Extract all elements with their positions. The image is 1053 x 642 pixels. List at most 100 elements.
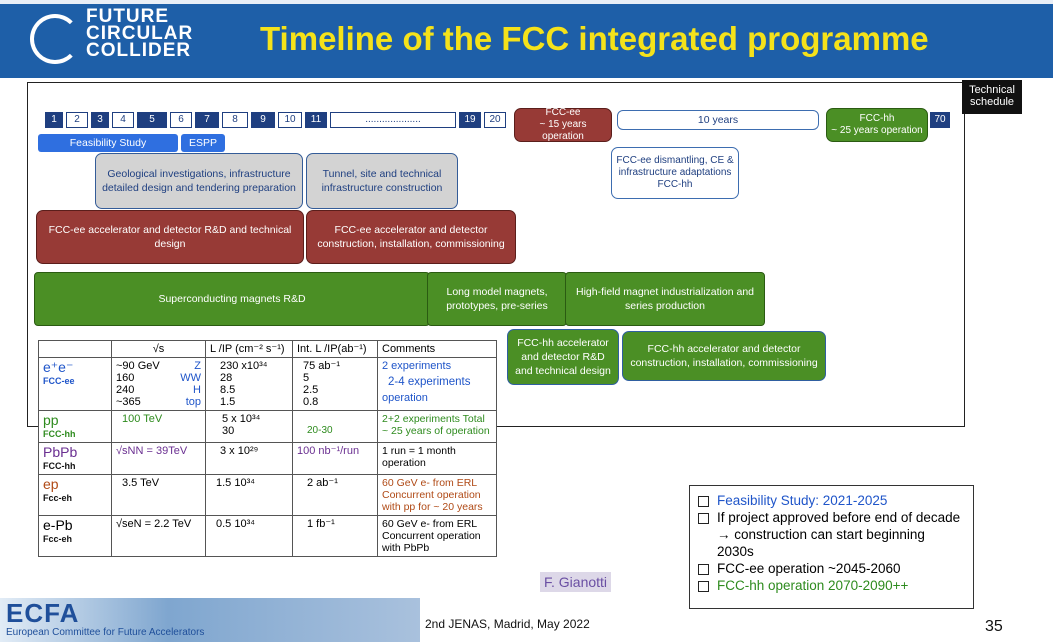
process-sub: Fcc-eh (43, 493, 73, 503)
table-cell: 3 x 10²⁹ (205, 442, 293, 475)
table-cell: 3.5 TeV (111, 474, 206, 516)
table-cell: ep Fcc-eh (38, 474, 112, 516)
table-row: pp FCC-hh 100 TeV 5 x 10³⁴ 30 20-30 2+2 … (38, 410, 497, 443)
geological-investigations-block: Geological investigations, infrastructur… (95, 153, 303, 209)
fcc-ee-op-title: FCC-ee (545, 107, 581, 118)
comment-text: operation (382, 392, 428, 404)
year-cell: 19 (459, 112, 481, 128)
logo-line-1: FUTURE (86, 6, 170, 27)
fcc-hh-rd-block: FCC-hh accelerator and detector R&D and … (507, 329, 619, 385)
comment-text: 2 experiments (382, 360, 452, 372)
energy-value: 160 (116, 372, 135, 384)
page-number: 35 (985, 618, 1003, 635)
table-row: ep Fcc-eh 3.5 TeV 1.5 10³⁴ 2 ab⁻¹ 60 GeV… (38, 474, 497, 516)
comment-text: 2-4 experiments (388, 376, 471, 388)
logo-line-2: CIRCULAR (86, 23, 194, 44)
process-sub: FCC-ee (43, 376, 75, 386)
fcc-ee-op-duration: ~ 15 years operation (539, 119, 587, 142)
process-sub: FCC-hh (43, 429, 76, 439)
energy-value: 240 (116, 384, 135, 396)
mode-label: WW (180, 372, 201, 384)
table-cell: 230 x10³⁴ 28 8.5 1.5 (205, 357, 293, 411)
int-lumi-value: 5 (303, 372, 310, 384)
bullet-item: If project approved before end of decade… (698, 509, 965, 560)
table-cell: e-Pb Fcc-eh (38, 515, 112, 557)
table-cell: 1 fb⁻¹ (292, 515, 378, 557)
year-cell: 4 (112, 112, 134, 128)
process-name: PbPb (43, 444, 78, 460)
mode-label: top (185, 396, 201, 408)
table-cell: 100 TeV (111, 410, 206, 443)
parameters-table: √s L /IP (cm⁻² s⁻¹) Int. L /IP(ab⁻¹) Com… (38, 340, 497, 557)
year-cell: 7 (195, 112, 219, 128)
int-lumi-value: 75 ab⁻¹ (303, 360, 340, 372)
year-cell: 5 (137, 112, 167, 128)
table-cell: pp FCC-hh (38, 410, 112, 443)
header-bar (0, 0, 1053, 78)
checkbox-icon (698, 581, 709, 592)
process-name: ep (43, 476, 59, 492)
checkbox-icon (698, 513, 709, 524)
table-cell: 1 run = 1 month operation (377, 442, 497, 475)
year-cell: .................... (330, 112, 456, 128)
year-cell: 6 (170, 112, 192, 128)
lumi-value: 1.5 (220, 396, 236, 408)
int-lumi-value: 2.5 (303, 384, 319, 396)
lumi-value: 230 x10³⁴ (220, 360, 268, 372)
top-strip (0, 0, 1053, 4)
tunnel-construction-block: Tunnel, site and technical infrastructur… (306, 153, 458, 209)
bullet-item: FCC-hh operation 2070-2090++ (698, 577, 965, 594)
long-model-magnets-block: Long model magnets, prototypes, pre-seri… (427, 272, 567, 326)
mode-label: H (193, 384, 201, 396)
energy-value: ~90 GeV (116, 360, 160, 372)
lumi-value: 30 (222, 425, 235, 437)
table-cell: 1.5 10³⁴ (205, 474, 293, 516)
table-cell: 2 experiments 2-4 experiments operation (377, 357, 497, 411)
table-cell: 75 ab⁻¹ 5 2.5 0.8 (292, 357, 378, 411)
lumi-value: 5 x 10³⁴ (222, 413, 261, 425)
year-cell: 1 (45, 112, 63, 128)
slide-title: Timeline of the FCC integrated programme (260, 20, 929, 57)
summary-box: Feasibility Study: 2021-2025 If project … (689, 485, 974, 609)
ecfa-subtitle: European Committee for Future Accelerato… (6, 627, 205, 638)
year-cell: 20 (484, 112, 506, 128)
int-lumi-value: 0.8 (303, 396, 319, 408)
table-header-row: √s L /IP (cm⁻² s⁻¹) Int. L /IP(ab⁻¹) Com… (38, 340, 497, 358)
table-header-cell: Int. L /IP(ab⁻¹) (292, 340, 378, 358)
feasibility-study-block: Feasibility Study (38, 134, 178, 152)
checkbox-icon (698, 496, 709, 507)
table-row: e-Pb Fcc-eh √seN = 2.2 TeV 0.5 10³⁴ 1 fb… (38, 515, 497, 557)
fcc-hh-operation-block: FCC-hh ~ 25 years operation (826, 108, 928, 142)
table-cell: PbPb FCC-hh (38, 442, 112, 475)
year-cell: 3 (91, 112, 109, 128)
table-cell: 5 x 10³⁴ 30 (205, 410, 293, 443)
superconducting-magnets-block: Superconducting magnets R&D (34, 272, 430, 326)
table-header-cell: Comments (377, 340, 497, 358)
fcc-logo-text: FUTURE CIRCULAR COLLIDER (86, 6, 194, 61)
year-cell: 8 (222, 112, 248, 128)
author-label: F. Gianotti (540, 572, 612, 592)
table-cell: 2 ab⁻¹ (292, 474, 378, 516)
year-cell: 70 (930, 112, 950, 128)
checkbox-icon (698, 564, 709, 575)
year-cell: 9 (251, 112, 275, 128)
fcc-hh-construction-block: FCC-hh accelerator and detector construc… (622, 331, 826, 381)
energy-value: ~365 (116, 396, 141, 408)
ten-years-block: 10 years (617, 110, 819, 130)
table-cell: √seN = 2.2 TeV (111, 515, 206, 557)
table-header-cell: L /IP (cm⁻² s⁻¹) (205, 340, 293, 358)
fcc-ee-construction-block: FCC-ee accelerator and detector construc… (306, 210, 516, 264)
ecfa-logo: ECFA (6, 598, 80, 628)
lumi-value: 8.5 (220, 384, 236, 396)
bullet-item: Feasibility Study: 2021-2025 (698, 492, 965, 509)
year-cell: 10 (278, 112, 302, 128)
technical-schedule-label: Technical schedule (962, 80, 1022, 114)
logo-line-3: COLLIDER (86, 40, 192, 61)
process-sub: FCC-hh (43, 461, 76, 471)
fcc-ee-rd-block: FCC-ee accelerator and detector R&D and … (36, 210, 304, 264)
high-field-magnet-block: High-field magnet industrialization and … (565, 272, 765, 326)
ecfa-banner (0, 598, 420, 642)
table-cell: 60 GeV e- from ERL Concurrent operation … (377, 515, 497, 557)
bullet-text: FCC-hh operation 2070-2090++ (717, 578, 909, 593)
